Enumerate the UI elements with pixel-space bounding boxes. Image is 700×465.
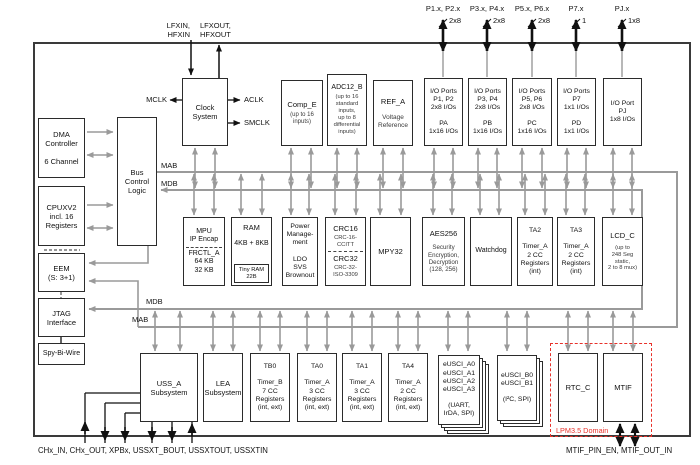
block-ref-a: REF_A Voltage Reference [373, 80, 413, 146]
block-spy-bi-wire: Spy-Bi-Wire [38, 343, 85, 365]
mclk-label: MCLK [146, 95, 167, 104]
mpu-bottom-text: FRCTL_A 64 KB 32 KB [188, 249, 220, 274]
block-io-ports-p1-p2: I/O Ports P1, P2 2x8 I/Os PA 1x16 I/Os [424, 78, 463, 146]
port-pin-arrows [438, 18, 627, 77]
block-bus-control-logic: Bus Control Logic [117, 117, 157, 246]
block-io-ports-p5-p6: I/O Ports P5, P6 2x8 I/Os PC 1x16 I/Os [512, 78, 552, 146]
lcd-c-sub: (up to 248 Seg static, 2 to 8 mux) [608, 244, 637, 272]
block-eusci-b: eUSCI_B0 eUSCI_B1 (I²C, SPI) [497, 355, 537, 421]
comp-e-title: Comp_E [287, 99, 317, 109]
connector-line [438, 18, 448, 28]
block-clock-system: Clock System [182, 78, 228, 146]
mtif-pins-label: MTIF_PIN_EN, MTIF_OUT_IN [566, 446, 673, 455]
block-uss-a-subsystem: USS_A Subsystem [140, 353, 198, 422]
block-io-port-pj: I/O Port PJ 1x8 I/Os [603, 78, 642, 146]
bottom-row-bus-arrows [152, 310, 636, 352]
mab-upper-label: MAB [161, 161, 178, 170]
mtif-io-arrows [615, 423, 640, 447]
mpu-divider [186, 246, 222, 248]
uss-io-arrows [80, 392, 197, 443]
dma-cpu-bus-arrows [44, 129, 114, 343]
connector-line [527, 18, 537, 28]
uss-pins-label: CHx_IN, CHx_OUT, XPBx, USSXT_BOUT, USSXT… [38, 446, 268, 455]
block-io-ports-p3-p4: I/O Ports P3, P4 2x8 I/Os PB 1x16 I/Os [468, 78, 507, 146]
pin-label-p1p2: P1.x, P2.x [425, 4, 461, 13]
ref-a-sub: Voltage Reference [378, 113, 408, 129]
aclk-label: ACLK [244, 95, 264, 104]
block-lcd-c: LCD_C (up to 248 Seg static, 2 to 8 mux) [602, 217, 643, 286]
mdb-upper-label: MDB [161, 179, 178, 188]
block-ta3: TA3 Timer_A 2 CC Registers (int) [557, 217, 595, 286]
block-tb0: TB0 Timer_B 7 CC Registers (int, ext) [250, 353, 290, 422]
block-comp-e: Comp_E (up to 16 inputs) [281, 80, 323, 146]
connector-line [571, 18, 581, 28]
block-ta2: TA2 Timer_A 2 CC Registers (int) [517, 217, 553, 286]
block-tiny-ram: Tiny RAM 22B [234, 264, 269, 283]
connector-line [138, 171, 678, 328]
block-ta1: TA1 Timer_A 3 CC Registers (int, ext) [342, 353, 382, 422]
block-ta4: TA4 Timer_A 2 CC Registers (int, ext) [388, 353, 428, 422]
crc32-sub: CRC-32- ISO-3309 [333, 265, 358, 278]
block-lea-subsystem: LEA Subsystem [203, 353, 243, 422]
block-crc: CRC16 CRC-16- CCITT CRC32 CRC-32- ISO-33… [325, 217, 366, 286]
adc12-b-sub: (up to 16 standard inputs, up to 8 diffe… [333, 94, 361, 136]
pin-width-p1p2: 2x8 [449, 16, 462, 25]
middle-row-bus-arrows [191, 173, 635, 216]
lcd-c-title: LCD_C [610, 230, 635, 240]
crc16-sub: CRC-16- CCITT [334, 235, 357, 249]
block-eusci-a: eUSCI_A0 eUSCI_A1 eUSCI_A2 eUSCI_A3 (UAR… [438, 355, 480, 425]
connector-line [88, 278, 139, 327]
ram-title: RAM [243, 223, 260, 232]
block-rtc-c: RTC_C [558, 353, 598, 422]
lpm35-domain-label: LPM3.5 Domain [556, 426, 609, 435]
mpu-top-text: MPU IP Encap [189, 228, 219, 244]
pin-label-p7: P7.x [568, 4, 584, 13]
block-mpy32: MPY32 [370, 217, 411, 286]
block-cpu: CPUXV2 incl. 16 Registers [38, 186, 85, 246]
block-power-management: Power Manage- ment LDO SVS Brownout [282, 217, 318, 286]
block-eem: EEM (S: 3+1) [38, 253, 85, 292]
aes-sub: Security Encryption, Decryption (128, 25… [428, 244, 459, 274]
clock-pin-arrows [169, 40, 241, 126]
pin-label-p5p6: P5.x, P6.x [514, 4, 550, 13]
crc32-title: CRC32 [333, 254, 358, 263]
block-ta0: TA0 Timer_A 3 CC Registers (int, ext) [297, 353, 337, 422]
block-mpu-frctl: MPU IP Encap FRCTL_A 64 KB 32 KB [183, 217, 225, 286]
lfxout-hfxout-label: LFXOUT, HFXOUT [200, 21, 231, 39]
block-io-ports-p7: I/O Ports P7 1x1 I/Os PD 1x1 I/Os [557, 78, 596, 146]
pin-width-p5p6: 2x8 [538, 16, 551, 25]
pin-width-p3p4: 2x8 [493, 16, 506, 25]
smclk-label: SMCLK [244, 118, 270, 127]
crc16-title: CRC16 [333, 224, 358, 234]
pin-label-p3p4: P3.x, P4.x [469, 4, 505, 13]
block-ram: RAM 4KB + 8KB Tiny RAM 22B [231, 217, 272, 286]
connector-line [617, 18, 627, 28]
connector-line [482, 18, 492, 28]
lfxin-hfxin-label: LFXIN, HFXIN [166, 21, 190, 39]
ram-size: 4KB + 8KB [234, 240, 269, 247]
adc12-b-title: ADC12_B [331, 83, 363, 91]
comp-e-sub: (up to 16 inputs) [290, 111, 314, 125]
pin-width-pj: 1x8 [628, 16, 641, 25]
block-watchdog: Watchdog [470, 217, 512, 286]
aes-title: AES256 [429, 229, 458, 239]
pin-width-p7: 1 [582, 16, 587, 25]
lpm35-domain-outline: LPM3.5 Domain [550, 343, 652, 437]
block-dma: DMA Controller 6 Channel [38, 118, 85, 178]
crc-divider [328, 251, 363, 252]
ref-a-title: REF_A [380, 96, 406, 106]
mdb-lower-label: MDB [146, 297, 163, 306]
block-jtag: JTAG Interface [38, 298, 85, 337]
block-adc12-b: ADC12_B (up to 16 standard inputs, up to… [327, 74, 367, 146]
block-mtif: MTIF [603, 353, 643, 422]
pin-label-pj: PJ.x [614, 4, 630, 13]
block-aes256: AES256 Security Encryption, Decryption (… [422, 217, 465, 286]
mab-lower-label: MAB [132, 315, 149, 324]
